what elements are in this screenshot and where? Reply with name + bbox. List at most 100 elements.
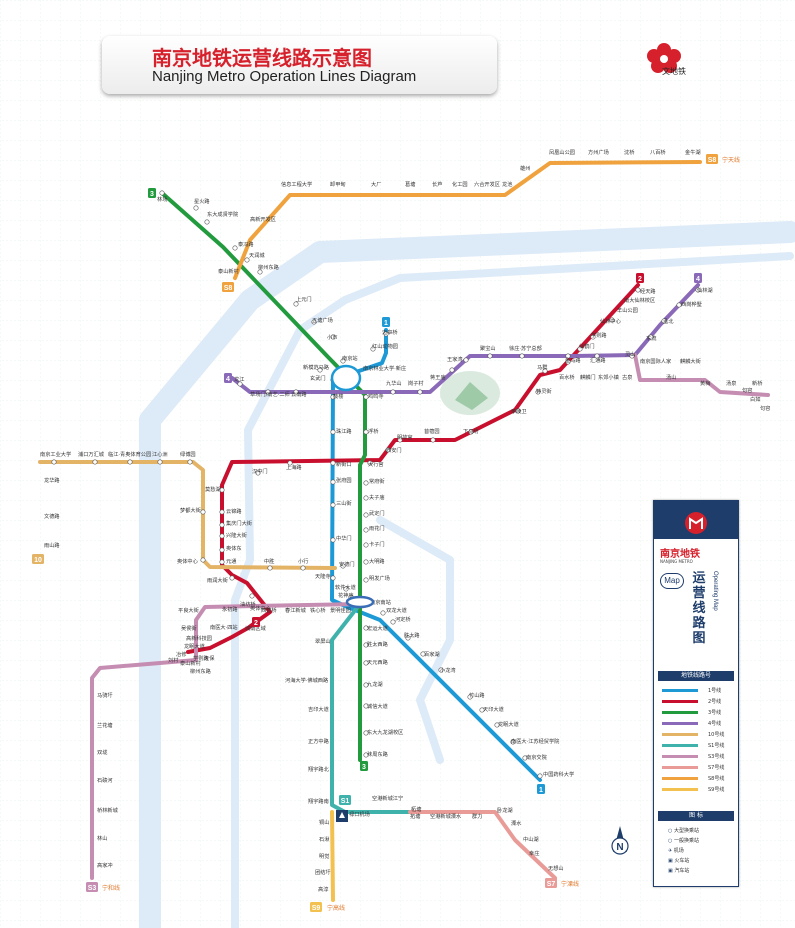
metro-line-s1[interactable] <box>330 602 412 814</box>
station-dot[interactable] <box>340 563 346 569</box>
station-dot[interactable] <box>390 619 396 625</box>
station-dot[interactable] <box>187 459 193 465</box>
station-dot[interactable] <box>661 318 667 324</box>
station-dot[interactable] <box>287 460 293 466</box>
station-dot[interactable] <box>367 460 373 466</box>
station-dot[interactable] <box>229 575 235 581</box>
station-dot[interactable] <box>204 219 210 225</box>
station-dot[interactable] <box>219 509 225 515</box>
line-badge[interactable] <box>636 273 644 283</box>
line-badge[interactable] <box>310 902 322 912</box>
station-dot[interactable] <box>257 269 263 275</box>
station-dot[interactable] <box>293 301 299 307</box>
station-dot[interactable] <box>330 502 336 508</box>
station-dot[interactable] <box>127 459 133 465</box>
station-dot[interactable] <box>695 287 701 293</box>
station-dot[interactable] <box>363 682 369 688</box>
station-dot[interactable] <box>157 459 163 465</box>
station-dot[interactable] <box>363 394 369 400</box>
station-dot[interactable] <box>363 730 369 736</box>
station-dot[interactable] <box>648 334 654 340</box>
station-dot[interactable] <box>193 205 199 211</box>
station-dot[interactable] <box>390 389 396 395</box>
metro-line-s7[interactable] <box>408 810 557 880</box>
station-dot[interactable] <box>363 577 369 583</box>
station-dot[interactable] <box>535 389 541 395</box>
station-dot[interactable] <box>232 245 238 251</box>
station-dot[interactable] <box>317 367 323 373</box>
line-badge[interactable] <box>360 761 368 771</box>
station-dot[interactable] <box>363 480 369 486</box>
station-dot[interactable] <box>340 358 346 364</box>
station-dot[interactable] <box>467 694 473 700</box>
station-dot[interactable] <box>244 257 250 263</box>
station-dot[interactable] <box>267 565 273 571</box>
station-dot[interactable] <box>565 359 571 365</box>
station-dot[interactable] <box>397 437 403 443</box>
station-dot[interactable] <box>417 389 423 395</box>
metro-line-s3-ring[interactable] <box>90 602 362 880</box>
station-dot[interactable] <box>363 512 369 518</box>
line-badge[interactable] <box>252 617 260 627</box>
metro-line-s9[interactable] <box>330 810 335 902</box>
station-dot[interactable] <box>519 353 525 359</box>
station-dot[interactable] <box>219 559 225 565</box>
station-dot[interactable] <box>300 565 306 571</box>
station-dot[interactable] <box>383 331 389 337</box>
station-dot[interactable] <box>438 667 444 673</box>
station-dot[interactable] <box>330 334 336 340</box>
station-dot[interactable] <box>363 660 369 666</box>
station-dot[interactable] <box>430 437 436 443</box>
station-dot[interactable] <box>219 533 225 539</box>
line-badge[interactable] <box>545 878 557 888</box>
station-dot[interactable] <box>330 429 336 435</box>
line-badge[interactable] <box>706 154 718 164</box>
station-dot[interactable] <box>420 651 426 657</box>
station-dot[interactable] <box>51 459 57 465</box>
line-badge[interactable] <box>148 188 156 198</box>
station-dot[interactable] <box>449 367 455 373</box>
station-dot[interactable] <box>629 353 635 359</box>
station-dot[interactable] <box>510 739 516 745</box>
station-dot[interactable] <box>92 459 98 465</box>
station-dot[interactable] <box>363 703 369 709</box>
station-dot[interactable] <box>542 368 548 374</box>
line-badge[interactable] <box>694 273 702 283</box>
station-dot[interactable] <box>537 773 543 779</box>
station-dot[interactable] <box>594 353 600 359</box>
station-dot[interactable] <box>219 487 225 493</box>
station-dot[interactable] <box>380 610 386 616</box>
metro-line-l4e[interactable] <box>633 353 770 397</box>
station-dot[interactable] <box>577 346 583 352</box>
line-badge[interactable] <box>382 317 390 327</box>
metro-line-l10[interactable] <box>38 460 337 570</box>
station-dot[interactable] <box>385 447 391 453</box>
station-dot[interactable] <box>515 408 521 414</box>
station-dot[interactable] <box>522 755 528 761</box>
station-dot[interactable] <box>363 559 369 565</box>
station-dot[interactable] <box>479 707 485 713</box>
station-dot[interactable] <box>363 495 369 501</box>
nanjing-south-station-hub[interactable] <box>345 595 375 609</box>
metro-line-l2[interactable] <box>186 283 640 654</box>
station-dot[interactable] <box>159 190 165 196</box>
line-badge[interactable] <box>224 373 232 383</box>
station-dot[interactable] <box>487 353 493 359</box>
station-dot[interactable] <box>311 319 317 325</box>
station-dot[interactable] <box>293 389 299 395</box>
station-dot[interactable] <box>370 346 376 352</box>
metro-line-l1[interactable] <box>330 328 542 782</box>
nanjing-station-hub[interactable] <box>330 364 362 392</box>
station-dot[interactable] <box>330 575 336 581</box>
station-dot[interactable] <box>494 722 500 728</box>
station-dot[interactable] <box>565 353 571 359</box>
station-dot[interactable] <box>590 334 596 340</box>
station-dot[interactable] <box>463 357 469 363</box>
station-dot[interactable] <box>237 381 243 387</box>
line-badge[interactable] <box>537 784 545 794</box>
station-dot[interactable] <box>219 522 225 528</box>
station-dot[interactable] <box>200 509 206 515</box>
station-dot[interactable] <box>676 302 682 308</box>
station-dot[interactable] <box>200 557 206 563</box>
station-dot[interactable] <box>343 586 349 592</box>
